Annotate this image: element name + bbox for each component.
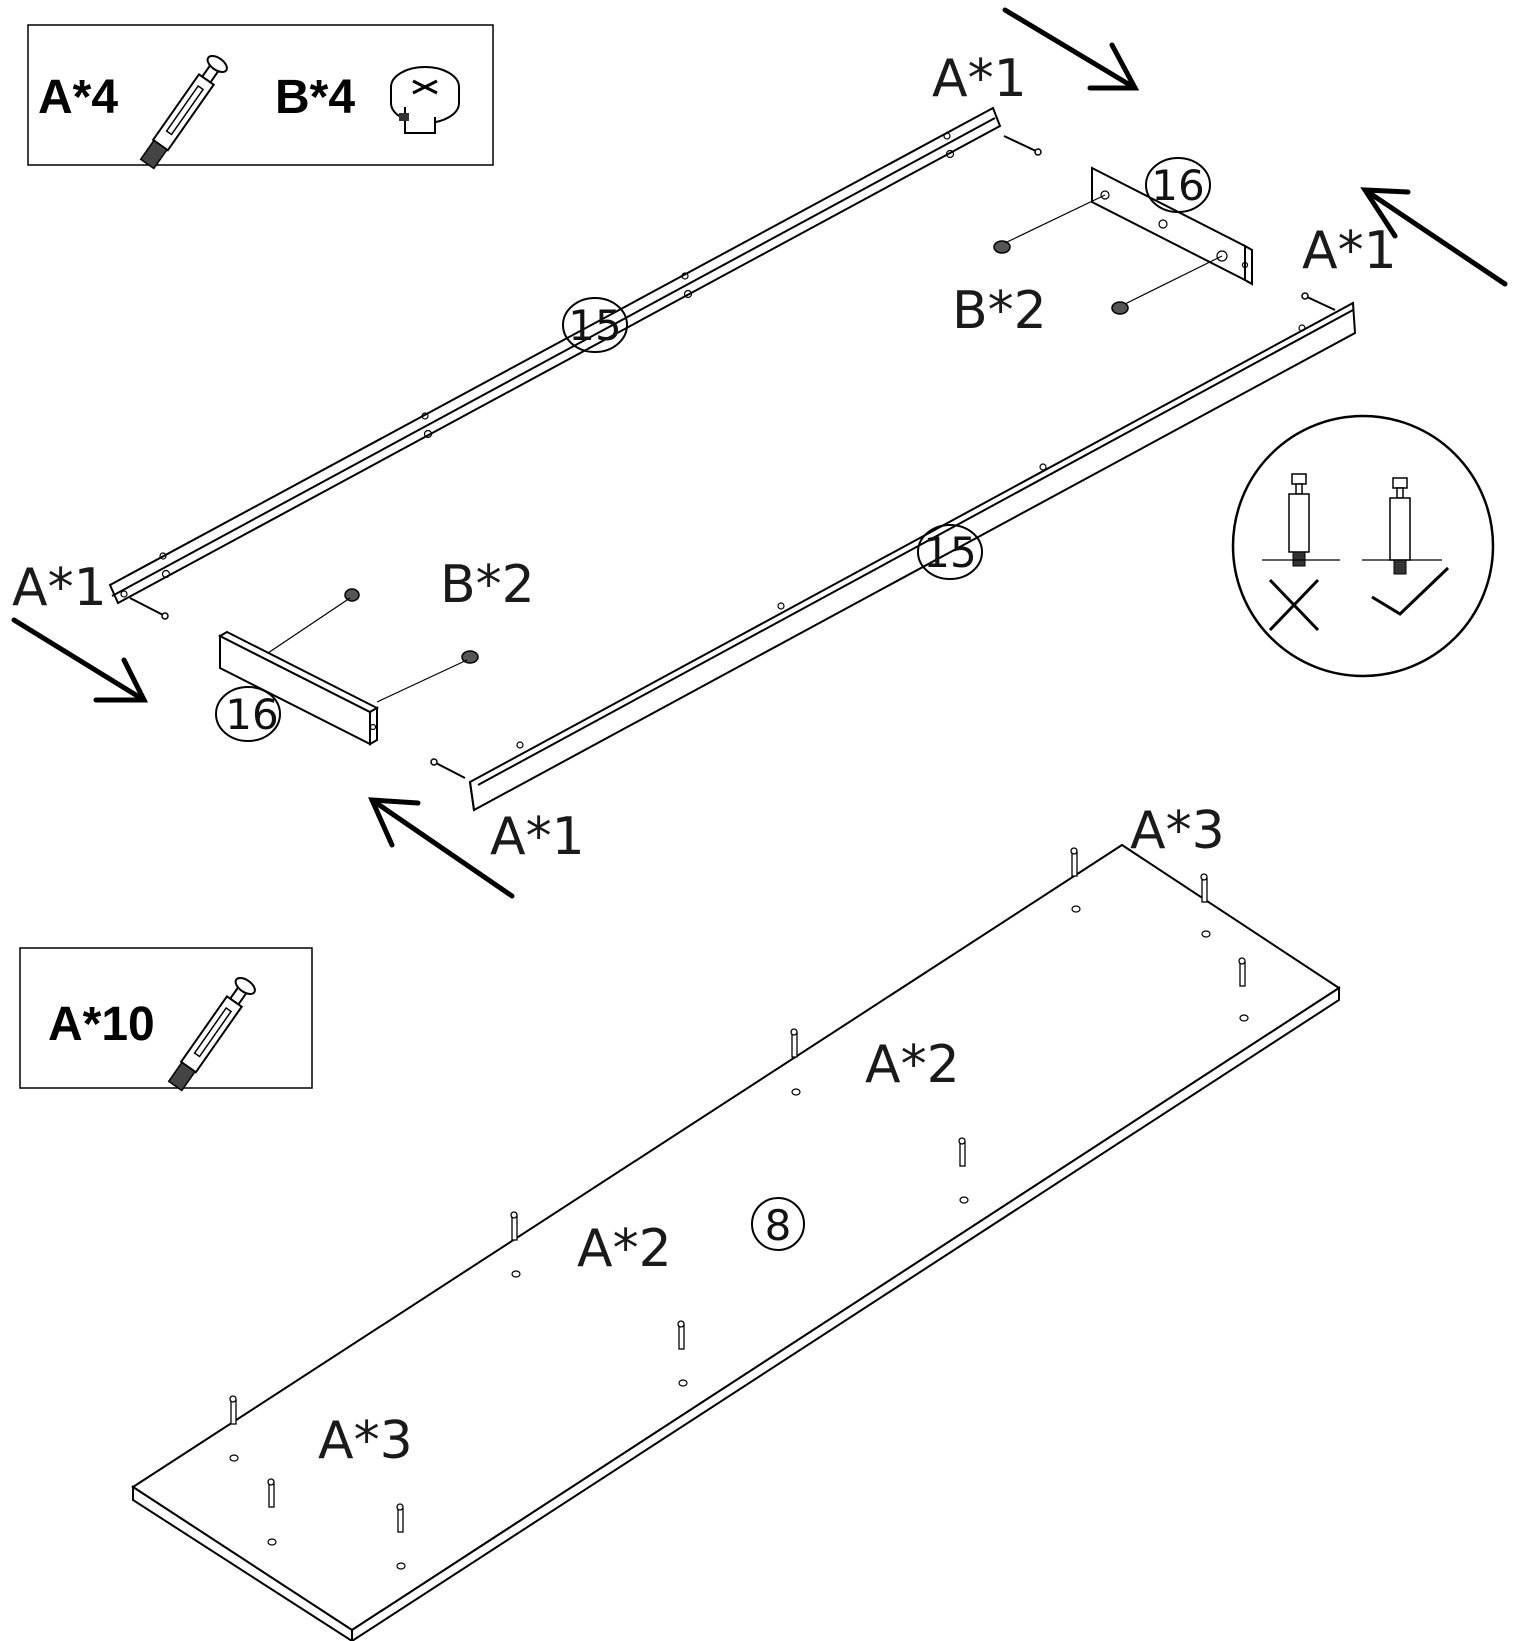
- part-number-panel: 8: [751, 1197, 805, 1251]
- hardware-box-top-label-a: A*4: [38, 71, 118, 124]
- cam-dowel-icon: [430, 758, 466, 779]
- cam-dowel-icon: [1003, 135, 1042, 156]
- panel-dowels: [229, 847, 1249, 1570]
- cam-dowel-icon: [1301, 292, 1336, 311]
- panel: [131, 843, 1341, 1641]
- cam-dowel-icon: [396, 1503, 404, 1533]
- cam-dowel-icon: [1238, 957, 1246, 987]
- cam-dowel-icon: [1070, 847, 1078, 877]
- check-mark-icon: [1371, 566, 1450, 616]
- rail-upper: [108, 106, 1002, 605]
- cam-dowel-icon: [267, 1478, 275, 1508]
- cam-dowel-icon: [167, 976, 256, 1092]
- part-number-rail-upper: 15: [562, 297, 628, 353]
- cam-lock-icon: [267, 588, 360, 654]
- cam-lock-icon: [390, 66, 460, 134]
- callout-a3-top: A*3: [1130, 801, 1225, 861]
- rail-lower: [468, 301, 1357, 812]
- callout-a1-left: A*1: [12, 558, 107, 618]
- end-piece-lower: [217, 630, 380, 746]
- callout-a2-right: A*2: [865, 1035, 960, 1095]
- cam-dowel-icon: [958, 1137, 966, 1167]
- cam-lock-icon: [376, 650, 479, 703]
- hardware-box-top: A*4 B*4: [27, 24, 494, 170]
- part-number-end-piece-lower: 16: [215, 686, 281, 742]
- callout-a1-right: A*1: [1302, 221, 1397, 281]
- cam-dowel-icon: [1288, 473, 1310, 567]
- callout-a1-top: A*1: [932, 49, 1027, 109]
- cam-dowel-icon: [790, 1028, 798, 1058]
- part-number-end-piece-upper: 16: [1145, 157, 1211, 213]
- part-number-text: 16: [1151, 161, 1204, 210]
- part-number-text: 15: [568, 301, 621, 350]
- cam-dowel-icon: [129, 597, 169, 620]
- part-number-text: 8: [765, 1201, 792, 1250]
- direction-arrow-icon: [368, 797, 515, 899]
- cam-dowel-icon: [510, 1211, 518, 1241]
- direction-arrow-icon: [1360, 187, 1508, 287]
- direction-arrow-icon: [1002, 7, 1140, 91]
- hardware-box-bottom-label: A*10: [48, 998, 155, 1051]
- cam-dowel-icon: [677, 1320, 685, 1350]
- direction-arrow-icon: [11, 617, 149, 703]
- part-number-text: 16: [225, 690, 278, 739]
- cross-mark-icon: [1268, 578, 1320, 632]
- hardware-box-bottom: A*10: [19, 947, 313, 1092]
- part-number-text: 15: [923, 528, 976, 577]
- end-piece-upper: [1091, 166, 1253, 286]
- callout-b2-left: B*2: [440, 555, 535, 615]
- dowel-depth-inset: [1231, 414, 1495, 678]
- part-number-rail-lower: 15: [917, 524, 983, 580]
- cam-lock-icon: [993, 194, 1106, 254]
- hardware-box-top-label-b: B*4: [275, 71, 355, 124]
- cam-dowel-icon: [229, 1395, 237, 1425]
- callout-b2-right: B*2: [952, 281, 1047, 341]
- cam-dowel-icon: [139, 54, 228, 170]
- cam-lock-icon: [1111, 255, 1223, 315]
- cam-dowel-icon: [1200, 873, 1208, 903]
- callout-a3-bottom: A*3: [318, 1411, 413, 1471]
- callout-a2-left: A*2: [577, 1219, 672, 1279]
- callout-a1-bottom: A*1: [490, 807, 585, 867]
